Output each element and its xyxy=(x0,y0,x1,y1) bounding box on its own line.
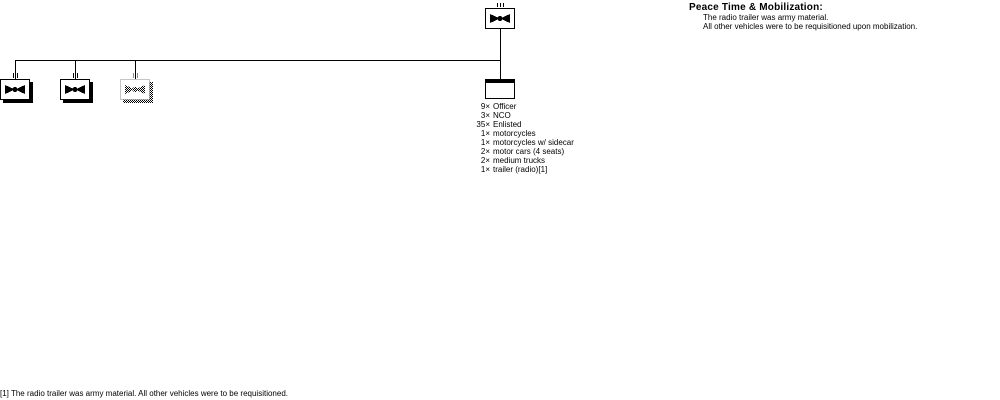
hq-detail-row: 9×Officer xyxy=(468,102,574,111)
unit-frame xyxy=(485,79,515,99)
top-unit-symbol xyxy=(485,3,515,29)
echelon-marker-battalion xyxy=(73,73,78,78)
hq-detail-qty: 3× xyxy=(480,111,490,120)
hq-detail-qty: 1× xyxy=(480,165,490,174)
notes-line: The radio trailer was army material. xyxy=(703,13,829,22)
connector-lines xyxy=(15,29,501,79)
hq-detail-row: 1×motorcycles w/ sidecar xyxy=(468,138,574,147)
hq-detail-row: 1×motorcycles xyxy=(468,129,574,138)
echelon-marker-battalion xyxy=(13,73,18,78)
hq-detail-row: 2×motor cars (4 seats) xyxy=(468,147,574,156)
hq-detail-item: trailer (radio)[1] xyxy=(493,165,548,174)
echelon-marker-regiment xyxy=(497,3,504,7)
hq-band xyxy=(486,80,514,83)
sub-unit-2-symbol xyxy=(60,73,93,103)
hq-detail-row: 3×NCO xyxy=(468,111,574,120)
hq-detail-item: motor cars (4 seats) xyxy=(493,147,565,156)
hq-detail-row: 2×medium trucks xyxy=(468,156,574,165)
notes-line: All other vehicles were to be requisitio… xyxy=(703,22,918,31)
hq-detail-item: motorcycles w/ sidecar xyxy=(493,138,574,147)
hq-detail-qty: 1× xyxy=(480,138,490,147)
echelon-marker-battalion xyxy=(133,73,138,78)
signal-icon xyxy=(65,85,85,94)
hq-detail-qty: 2× xyxy=(480,156,490,165)
hq-detail-item: Officer xyxy=(493,102,517,111)
signal-icon xyxy=(490,14,510,23)
hq-detail-item: medium trucks xyxy=(493,156,546,165)
hq-unit-symbol xyxy=(485,79,515,99)
notes-title: Peace Time & Mobilization: xyxy=(689,2,823,13)
signal-icon xyxy=(5,85,25,94)
hq-detail-item: motorcycles xyxy=(493,129,536,138)
hq-detail-row: 35×Enlisted xyxy=(468,120,574,129)
hq-detail-qty: 9× xyxy=(480,102,490,111)
footnote: [1] The radio trailer was army material.… xyxy=(0,389,288,398)
hq-detail-qty: 35× xyxy=(476,120,490,129)
sub-unit-3-symbol xyxy=(120,73,153,103)
hq-detail-row: 1×trailer (radio)[1] xyxy=(468,165,574,174)
signal-icon xyxy=(125,85,145,94)
notes-block: Peace Time & Mobilization: The radio tra… xyxy=(689,2,917,31)
hq-detail-qty: 2× xyxy=(480,147,490,156)
hq-detail-item: Enlisted xyxy=(493,120,522,129)
hq-detail-item: NCO xyxy=(493,111,511,120)
sub-unit-1-symbol xyxy=(0,73,33,103)
hq-detail-qty: 1× xyxy=(480,129,490,138)
